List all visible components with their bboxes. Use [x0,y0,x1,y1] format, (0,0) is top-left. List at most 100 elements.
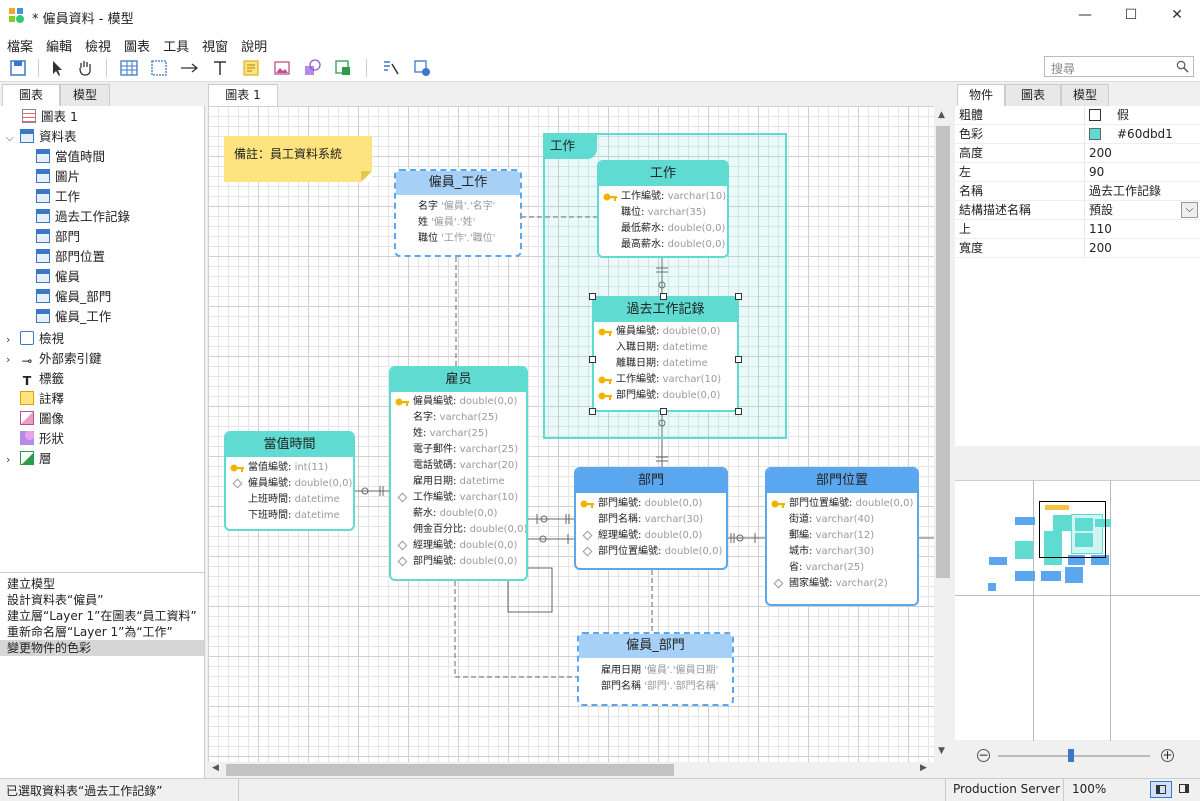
menu-help[interactable]: 說明 [241,40,268,55]
entity-field[interactable]: 入職日期: datetime [594,340,737,356]
tree-item-diagram1[interactable]: 圖表 1 [22,107,78,127]
tree-table[interactable]: 當值時間 [36,147,105,167]
resize-handle[interactable] [589,293,596,300]
label-tool-icon[interactable] [210,58,230,78]
entity-field[interactable]: 名字 '僱員'.'名字' [396,199,520,215]
search-icon[interactable] [1176,60,1189,73]
diagram-settings-icon[interactable] [412,58,432,78]
resize-handle[interactable] [735,293,742,300]
zoom-slider-thumb[interactable] [1068,749,1074,762]
entity-field[interactable]: 經理編號: double(0,0) [576,528,726,544]
scroll-right-icon[interactable]: ▶ [920,763,927,773]
entity-field[interactable]: 上班時間: datetime [226,492,353,508]
entity-field[interactable]: 部門編號: double(0,0) [391,554,526,570]
history-item[interactable]: 建立模型 [7,577,56,591]
tree-table[interactable]: 部門 [36,227,80,247]
scroll-left-icon[interactable]: ◀ [212,763,219,773]
entity-field[interactable]: 僱員編號: double(0,0) [594,324,737,340]
entity-field[interactable]: 郵編: varchar(12) [767,528,917,544]
image-tool-icon[interactable] [272,58,292,78]
layout-toggle-right[interactable] [1174,781,1196,798]
history-item-selected[interactable]: 變更物件的色彩 [0,640,204,656]
scrollbar-thumb[interactable] [226,764,674,776]
chevron-right-icon[interactable]: › [6,453,11,466]
tab-diagram[interactable]: 圖表 [1005,84,1061,106]
property-row[interactable]: 名稱過去工作記錄 [955,182,1200,201]
tree-item-notes[interactable]: 註釋 [20,389,64,409]
entity-field[interactable]: 離職日期: datetime [594,356,737,372]
menu-window[interactable]: 視窗 [202,40,229,55]
entity-field[interactable]: 部門編號: double(0,0) [594,388,737,404]
zoom-out-icon[interactable]: − [977,748,990,762]
property-row[interactable]: 色彩#60dbd1 [955,125,1200,144]
scroll-down-icon[interactable]: ▼ [938,746,945,756]
tree-table[interactable]: 工作 [36,187,80,207]
close-button[interactable]: ✕ [1171,7,1183,23]
note-box[interactable]: 備註：員工資料系統 [224,136,372,182]
tree-table[interactable]: 僱員_部門 [36,287,111,307]
entity-field[interactable]: 當值編號: int(11) [226,460,353,476]
entity-field[interactable]: 雇用日期: datetime [391,474,526,490]
resize-handle[interactable] [735,356,742,363]
entity-field[interactable]: 部門位置編號: double(0,0) [767,496,917,512]
table-tool-icon[interactable] [119,58,139,78]
overview-minimap[interactable] [955,480,1200,741]
property-row[interactable]: 粗體假 [955,106,1200,125]
tree-table[interactable]: 過去工作記錄 [36,207,130,227]
entity-field[interactable]: 省: varchar(25) [767,560,917,576]
entity-department[interactable]: 部門部門編號: double(0,0)部門名稱: varchar(30)經理編號… [574,467,728,570]
tab-model[interactable]: 模型 [1061,84,1109,106]
entity-field[interactable]: 街道: varchar(40) [767,512,917,528]
minimize-button[interactable]: — [1078,7,1092,23]
bold-checkbox[interactable] [1089,109,1101,121]
history-item[interactable]: 設計資料表“僱員” [7,593,104,607]
tree-table[interactable]: 僱員 [36,267,80,287]
tab-diagram-1[interactable]: 圖表 1 [208,84,278,107]
entity-field[interactable]: 電話號碼: varchar(20) [391,458,526,474]
history-item[interactable]: 重新命名層“Layer 1”為“工作” [7,625,173,639]
tab-model[interactable]: 模型 [60,84,110,106]
pointer-icon[interactable] [47,58,67,78]
entity-field[interactable]: 最高薪水: double(0,0) [599,237,727,253]
entity-field[interactable]: 職位 '工作'.'職位' [396,231,520,247]
view-tool-icon[interactable] [149,58,169,78]
entity-department-location[interactable]: 部門位置部門位置編號: double(0,0)街道: varchar(40)郵編… [765,467,919,606]
resize-handle[interactable] [589,408,596,415]
vertical-scrollbar[interactable]: ▲ ▼ [934,106,952,762]
history-item[interactable]: 建立層“Layer 1”在圖表“員工資料” [7,609,197,623]
chevron-right-icon[interactable]: › [6,353,11,366]
tree-table[interactable]: 部門位置 [36,247,105,267]
entity-field[interactable]: 下班時間: datetime [226,508,353,524]
entity-field[interactable]: 部門名稱: varchar(30) [576,512,726,528]
tab-object[interactable]: 物件 [957,84,1005,107]
minimap-viewport[interactable] [1039,501,1106,558]
entity-emp-job[interactable]: 僱員_工作名字 '僱員'.'名字'姓 '僱員'.'姓'職位 '工作'.'職位' [394,169,522,257]
zoom-slider[interactable] [998,755,1150,757]
entity-field[interactable]: 城市: varchar(30) [767,544,917,560]
tree-item-layers[interactable]: ›層 [6,449,52,469]
auto-layout-icon[interactable] [381,58,401,78]
resize-handle[interactable] [735,408,742,415]
shape-tool-icon[interactable] [302,58,322,78]
entity-field[interactable]: 職位: varchar(35) [599,205,727,221]
zoom-in-icon[interactable]: + [1161,748,1174,762]
entity-field[interactable]: 佣金百分比: double(0,0) [391,522,526,538]
tree-item-views[interactable]: ›檢視 [6,329,64,349]
entity-employee[interactable]: 雇员僱員編號: double(0,0)名字: varchar(25)姓: var… [389,366,528,581]
hand-icon[interactable] [75,58,95,78]
entity-field[interactable]: 姓 '僱員'.'姓' [396,215,520,231]
entity-field[interactable]: 工作編號: varchar(10) [594,372,737,388]
horizontal-scrollbar[interactable]: ◀ ▶ [208,762,934,778]
resize-handle[interactable] [660,293,667,300]
entity-field[interactable]: 工作編號: varchar(10) [391,490,526,506]
entity-field[interactable]: 部門位置編號: double(0,0) [576,544,726,560]
menu-diagram[interactable]: 圖表 [124,40,151,55]
entity-field[interactable]: 僱員編號: double(0,0) [226,476,353,492]
entity-field[interactable]: 姓: varchar(25) [391,426,526,442]
chevron-down-icon[interactable]: ⌵ [1181,202,1198,218]
